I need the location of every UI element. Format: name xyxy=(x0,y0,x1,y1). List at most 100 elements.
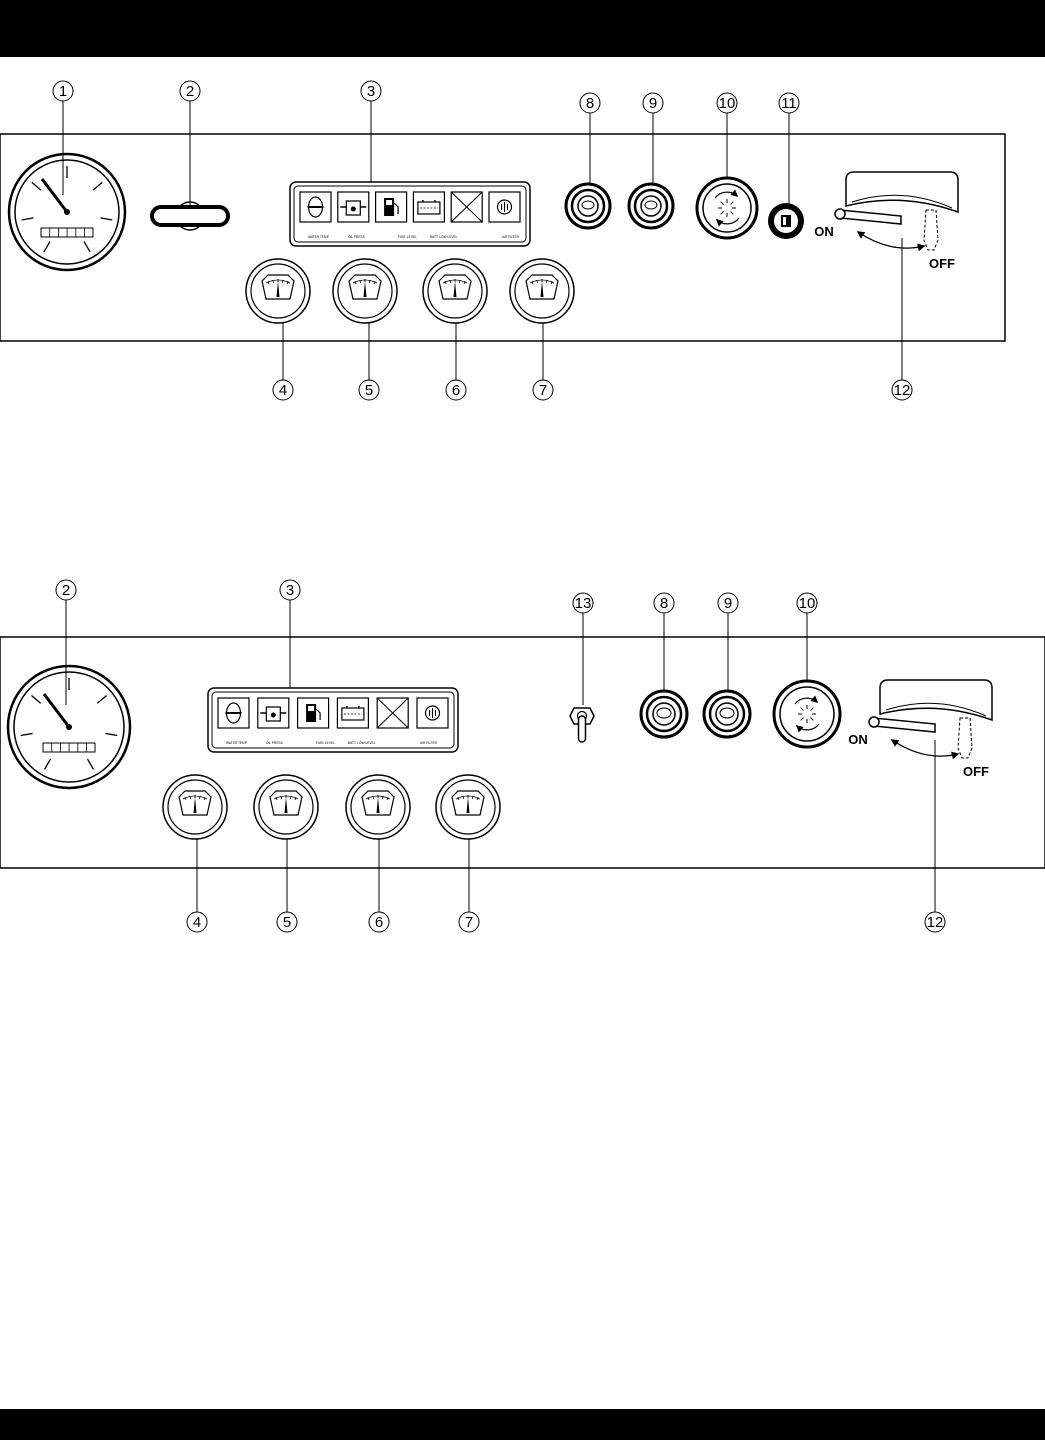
estop-arrow xyxy=(794,695,819,705)
callout-5: 5 xyxy=(358,379,380,401)
gauge-tick xyxy=(536,279,538,284)
gauge-tick xyxy=(386,796,389,801)
toggle-lever xyxy=(577,715,587,743)
indicator-label: OIL PRESS xyxy=(348,235,365,239)
gauge-window xyxy=(348,274,382,300)
lamp-icon xyxy=(768,203,804,239)
tach-tick xyxy=(83,241,91,253)
symbol xyxy=(376,697,409,729)
gauge-window xyxy=(261,274,295,300)
estop-head xyxy=(779,686,835,742)
lever-knob xyxy=(834,208,846,220)
emergency-stop-icon xyxy=(695,176,759,240)
gauge-tick xyxy=(275,796,278,801)
callout-number: 6 xyxy=(375,914,383,931)
indicator-label: WATER TEMP xyxy=(226,741,247,745)
push-button-icon xyxy=(564,182,612,230)
top-black-bar xyxy=(0,0,1045,57)
callout-number: 2 xyxy=(186,83,194,100)
gauge-needle xyxy=(363,281,367,297)
lever-handle-off xyxy=(957,717,973,759)
callout-number: 13 xyxy=(575,595,592,612)
symbol xyxy=(265,706,281,722)
gauge-tick xyxy=(369,279,371,284)
fuel-level-icon xyxy=(297,697,330,729)
callout-number: 1 xyxy=(59,83,67,100)
symbol xyxy=(424,705,441,721)
callout-8: 8 xyxy=(579,92,601,114)
gauge-needle xyxy=(540,281,544,297)
button-cap xyxy=(640,195,662,217)
tach-tick xyxy=(86,758,95,770)
callout-number: 4 xyxy=(279,382,287,399)
callout-number: 8 xyxy=(586,95,594,112)
tach-tick xyxy=(100,217,113,221)
gauge-icon xyxy=(509,258,575,324)
off-label: OFF xyxy=(963,764,989,779)
callout-11: 11 xyxy=(778,92,800,114)
lamp-symbol-light xyxy=(783,217,786,225)
symbol xyxy=(450,191,483,223)
gauge-tick xyxy=(267,280,270,285)
callout-9: 9 xyxy=(642,92,664,114)
indicator-label: FUEL LEVEL xyxy=(398,235,417,239)
callout-4: 4 xyxy=(186,911,208,933)
gauge-tick xyxy=(459,279,461,284)
push-button-icon xyxy=(627,182,675,230)
callout-number: 9 xyxy=(724,595,732,612)
gauge-icon xyxy=(345,774,411,840)
gauge-tick xyxy=(444,280,447,285)
toggle-switch-icon xyxy=(569,707,595,743)
button-highlight xyxy=(656,707,672,719)
callout-number: 5 xyxy=(365,382,373,399)
gauge-window xyxy=(525,274,559,300)
push-button-icon xyxy=(702,689,752,739)
gauge-tick xyxy=(382,795,384,800)
water-temp-icon xyxy=(217,697,250,729)
indicator-label: AIR FILTER xyxy=(502,235,520,239)
gauge-icon xyxy=(422,258,488,324)
gauge-tick xyxy=(550,280,553,285)
callout-number: 2 xyxy=(62,582,70,599)
tach-needle xyxy=(40,178,69,213)
tach-tick xyxy=(31,181,42,191)
oil-pressure-icon xyxy=(337,191,370,223)
callout-number: 5 xyxy=(283,914,291,931)
estop-rib xyxy=(800,717,804,721)
indicator-label: AIR FILTER xyxy=(420,741,438,745)
estop-head xyxy=(702,183,752,233)
symbol xyxy=(496,199,513,215)
indicator-box xyxy=(336,697,369,729)
key-bow xyxy=(150,205,230,227)
callout-3: 3 xyxy=(279,579,301,601)
callout-12: 12 xyxy=(891,379,913,401)
estop-rib xyxy=(730,201,734,205)
bottom-black-bar xyxy=(0,1409,1045,1440)
gauge-tick xyxy=(463,280,466,285)
callout-6: 6 xyxy=(368,911,390,933)
gauge-tick xyxy=(354,280,357,285)
symbol xyxy=(386,200,393,205)
callout-number: 3 xyxy=(367,83,375,100)
tach-hub xyxy=(66,724,72,730)
indicator-inner-frame xyxy=(293,185,527,243)
callout-10: 10 xyxy=(716,92,738,114)
gauge-needle xyxy=(284,797,288,813)
gauge-tick xyxy=(203,796,206,801)
gauge-tick xyxy=(476,796,479,801)
callout-7: 7 xyxy=(458,911,480,933)
gauge-tick xyxy=(472,795,474,800)
gauge-window xyxy=(361,790,395,816)
estop-rib xyxy=(730,211,734,215)
callout-number: 12 xyxy=(894,382,911,399)
gauge-icon xyxy=(162,774,228,840)
lever-handle-off xyxy=(923,209,939,251)
callout-7: 7 xyxy=(532,379,554,401)
callout-number: 7 xyxy=(539,382,547,399)
gauge-tick xyxy=(462,795,464,800)
callout-number: 11 xyxy=(781,95,797,112)
